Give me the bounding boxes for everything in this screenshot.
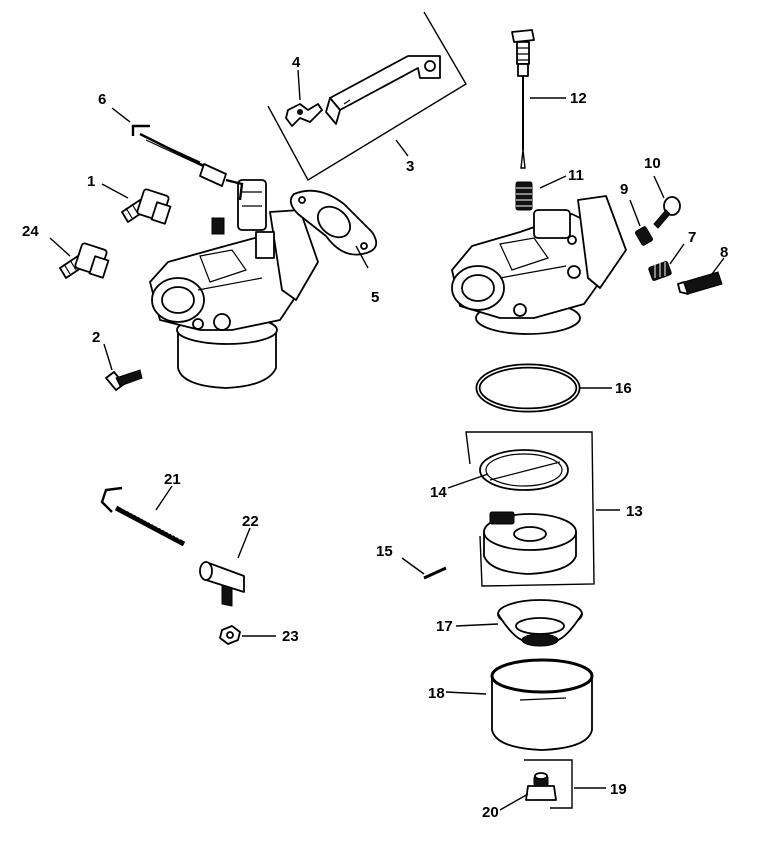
callout-16: 16 — [615, 380, 632, 397]
part-11-spring — [515, 181, 533, 211]
leader-lines — [49, 69, 725, 811]
carburetor-body-right — [451, 195, 627, 335]
leader-15 — [401, 557, 425, 575]
part-21-rod — [100, 486, 186, 547]
part-16-o-ring — [475, 363, 581, 413]
callout-19: 19 — [610, 781, 627, 798]
leader-7 — [669, 243, 685, 265]
callout-bracket-13 — [465, 431, 595, 587]
part-15-pin — [423, 566, 447, 580]
part-5-gasket — [289, 189, 378, 256]
callout-24: 24 — [22, 223, 39, 240]
part-23-nut — [219, 625, 241, 645]
part-10-screw — [653, 196, 681, 229]
leader-6 — [111, 107, 131, 123]
callout-6: 6 — [98, 91, 106, 108]
callout-7: 7 — [688, 229, 696, 246]
leader-3 — [395, 139, 409, 157]
callout-5: 5 — [371, 289, 379, 306]
part-17-seat — [497, 599, 583, 647]
callout-bracket-3 — [267, 11, 467, 181]
part-1-elbow-fitting — [121, 188, 172, 225]
callout-22: 22 — [242, 513, 259, 530]
leader-11 — [539, 175, 567, 189]
callout-11: 11 — [568, 167, 584, 184]
leader-14 — [447, 473, 489, 489]
part-22-swivel-fitting — [199, 561, 245, 607]
leader-9 — [629, 199, 641, 227]
leader-1 — [101, 183, 129, 199]
part-4-clip — [285, 103, 323, 127]
part-6-linkage-rod — [131, 124, 244, 201]
part-3-bracket — [325, 55, 441, 125]
leader-8 — [711, 257, 725, 275]
leader-21 — [155, 485, 173, 511]
callout-20: 20 — [482, 804, 499, 821]
leader-4 — [297, 69, 301, 101]
callout-8: 8 — [720, 244, 728, 261]
callout-23: 23 — [282, 628, 299, 645]
part-2-screw — [105, 369, 143, 391]
part-12-needle — [511, 29, 535, 169]
callout-15: 15 — [376, 543, 393, 560]
callout-10: 10 — [644, 155, 661, 172]
leader-2 — [103, 343, 113, 371]
callout-17: 17 — [436, 618, 453, 635]
carburetor-body-left — [149, 179, 319, 389]
leader-5 — [355, 245, 369, 269]
callout-18: 18 — [428, 685, 445, 702]
leader-10 — [653, 175, 665, 199]
callout-3: 3 — [406, 158, 414, 175]
part-18-bowl — [490, 658, 594, 751]
leader-24 — [49, 237, 71, 257]
callout-13: 13 — [626, 503, 643, 520]
part-13-float — [483, 511, 577, 575]
part-24-elbow-fitting — [59, 242, 110, 279]
leader-17 — [455, 623, 499, 627]
callout-1: 1 — [87, 173, 95, 190]
part-8-screw — [677, 271, 723, 295]
callout-2: 2 — [92, 329, 100, 346]
leader-20 — [499, 793, 529, 811]
callout-4: 4 — [292, 54, 301, 71]
callout-9: 9 — [620, 181, 628, 198]
callout-12: 12 — [570, 90, 587, 107]
callout-14: 14 — [430, 484, 447, 501]
callout-21: 21 — [164, 471, 181, 488]
part-14-ring — [479, 449, 569, 491]
callout-bracket-19 — [524, 759, 573, 809]
callout-labels: 1 2 3 4 5 6 7 8 9 10 11 12 13 14 15 16 1… — [22, 54, 728, 821]
leader-18 — [445, 691, 487, 695]
part-9-spring — [635, 226, 653, 246]
leader-22 — [237, 527, 251, 559]
part-20-drain-plug — [525, 772, 557, 801]
part-7-spring — [648, 261, 672, 281]
